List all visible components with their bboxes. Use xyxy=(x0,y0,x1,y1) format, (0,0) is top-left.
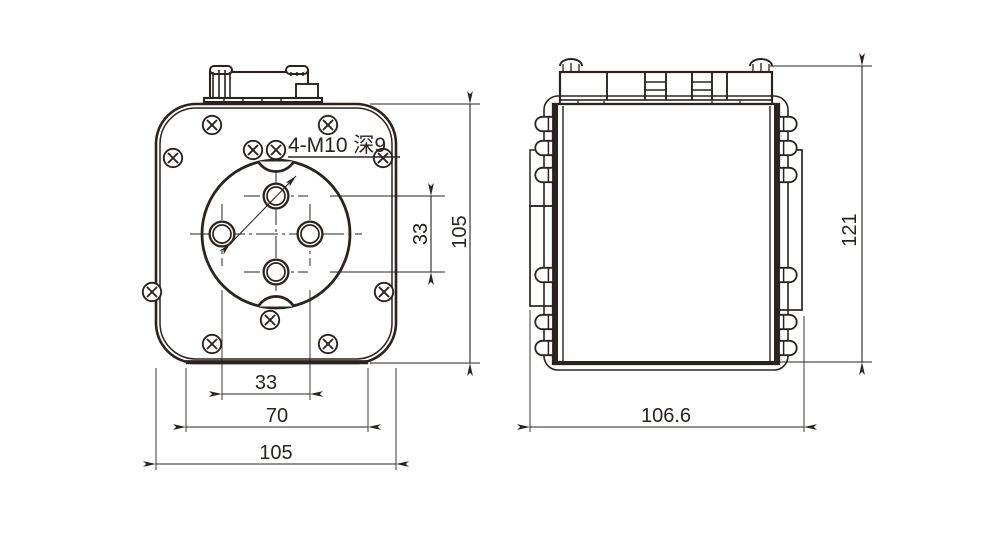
front-body-inner-outline xyxy=(159,107,393,360)
screw-top-center xyxy=(265,139,287,161)
screw-left-lower xyxy=(141,281,163,303)
dim-front-hole-pitch-v-text: 33 xyxy=(410,223,432,245)
dim-front-width-total-text: 105 xyxy=(259,442,292,464)
front-view xyxy=(141,65,400,365)
bolt-callout-leader xyxy=(219,156,400,255)
screw-bottom-left xyxy=(201,333,223,355)
side-right-wall xyxy=(774,104,779,364)
side-body-outline xyxy=(551,102,781,366)
front-connector-block xyxy=(202,65,324,106)
dim-front-hole-pitch-h-text: 33 xyxy=(255,372,277,394)
screw-top-left xyxy=(201,114,223,136)
screw-top-right xyxy=(317,114,339,136)
screw-left-upper xyxy=(162,147,184,169)
bolt-callout-text: 4-M10 深9 xyxy=(288,134,386,157)
screw-upper-mid xyxy=(242,139,264,161)
screw-bottom-right xyxy=(317,333,339,355)
bolt-hole-right xyxy=(296,220,324,248)
side-view xyxy=(529,58,803,371)
dim-side-height-total-text: 121 xyxy=(839,213,861,246)
side-left-wall xyxy=(553,104,558,364)
dim-front-height-total-text: 105 xyxy=(449,215,471,248)
bolt-hole-bottom xyxy=(262,258,290,286)
screw-bottom-center xyxy=(259,309,281,331)
side-dimension-lines xyxy=(517,53,872,432)
dim-side-width-total-text: 106.6 xyxy=(641,405,691,427)
front-dimension-lines xyxy=(143,91,480,470)
side-top-cap xyxy=(558,58,774,106)
dim-front-bolt-span-text: 70 xyxy=(266,405,288,427)
screw-right-lower xyxy=(373,281,395,303)
